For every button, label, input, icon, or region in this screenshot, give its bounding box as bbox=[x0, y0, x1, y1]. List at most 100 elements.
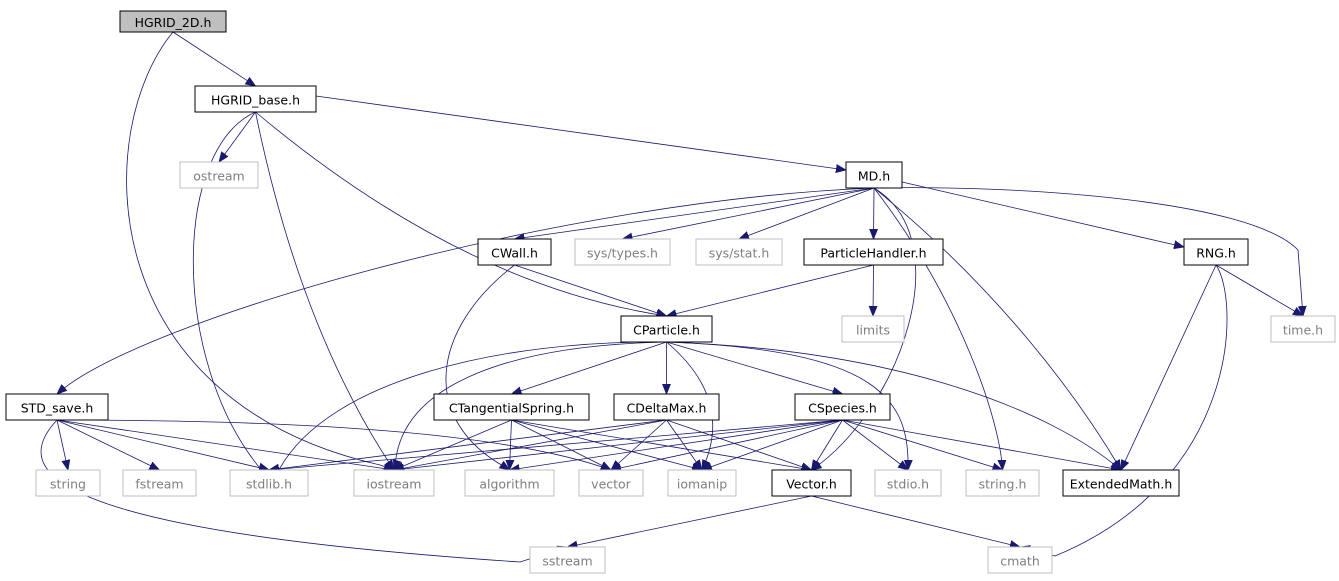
node-iomanip-label: iomanip bbox=[677, 477, 727, 492]
edge-md-to-extmath bbox=[873, 187, 1121, 470]
node-stdsave-box bbox=[5, 393, 109, 421]
edge-cparticle-to-stdlib bbox=[269, 341, 667, 470]
edge-hgridbase-to-stdlib bbox=[192, 111, 269, 470]
node-particlehandler[interactable]: ParticleHandler.h bbox=[803, 238, 944, 266]
edge-md-to-stringh bbox=[873, 187, 1003, 470]
node-ostream-label: ostream bbox=[193, 169, 244, 184]
node-particlehandler-box bbox=[803, 238, 944, 266]
node-stdsave[interactable]: STD_save.h bbox=[5, 393, 109, 421]
node-hgridbase-box bbox=[194, 85, 317, 113]
node-vector-label: vector bbox=[591, 477, 632, 492]
edge-particlehandler-to-limits bbox=[873, 264, 874, 316]
node-iostream-box bbox=[353, 469, 435, 497]
edge-stdsave-to-stdlib bbox=[56, 419, 269, 470]
edge-cspecies-to-vector bbox=[611, 419, 843, 470]
node-stringh: string.h bbox=[965, 469, 1040, 497]
node-algorithm-label: algorithm bbox=[479, 477, 539, 492]
dependency-edges bbox=[40, 31, 1303, 563]
node-extmath-label: ExtendedMath.h bbox=[1070, 477, 1173, 492]
node-fstream: fstream bbox=[122, 469, 197, 497]
edge-cparticle-to-stdio bbox=[666, 341, 909, 470]
edge-ctangential-to-vectorh bbox=[511, 419, 812, 470]
node-md[interactable]: MD.h bbox=[845, 161, 903, 189]
node-vectorh-label: Vector.h bbox=[786, 477, 837, 492]
node-sysstat-box bbox=[695, 238, 783, 266]
node-systypes-label: sys/types.h bbox=[587, 246, 658, 261]
edge-md-to-sysstat bbox=[739, 187, 875, 239]
edge-cspecies-to-stdlib bbox=[269, 419, 843, 470]
node-rng[interactable]: RNG.h bbox=[1183, 238, 1249, 266]
node-hgridbase-label: HGRID_base.h bbox=[211, 93, 300, 108]
node-time-label: time.h bbox=[1283, 323, 1323, 338]
node-cspecies[interactable]: CSpecies.h bbox=[794, 393, 891, 421]
node-cdeltamax[interactable]: CDeltaMax.h bbox=[613, 393, 720, 421]
node-cdeltamax-label: CDeltaMax.h bbox=[627, 401, 707, 416]
node-rng-box bbox=[1183, 238, 1249, 266]
edge-rng-to-cmath bbox=[1020, 264, 1228, 557]
node-iostream: iostream bbox=[353, 469, 435, 497]
edge-cspecies-to-stringh bbox=[842, 419, 1003, 470]
node-stdio-box bbox=[874, 469, 942, 497]
node-vectorh[interactable]: Vector.h bbox=[771, 469, 852, 497]
node-cmath: cmath bbox=[987, 546, 1053, 574]
node-cwall[interactable]: CWall.h bbox=[477, 238, 552, 266]
edge-hgrid2d-to-hgridbase bbox=[172, 31, 256, 86]
node-vector: vector bbox=[578, 469, 644, 497]
node-string-box bbox=[35, 469, 101, 497]
node-fstream-box bbox=[122, 469, 197, 497]
edge-cspecies-to-stdio bbox=[842, 419, 909, 470]
node-sysstat: sys/stat.h bbox=[695, 238, 783, 266]
node-ostream: ostream bbox=[179, 161, 259, 189]
node-extmath-box bbox=[1062, 469, 1180, 497]
node-string: string bbox=[35, 469, 101, 497]
edge-ctangential-to-algorithm bbox=[510, 419, 512, 470]
node-hgridbase[interactable]: HGRID_base.h bbox=[194, 85, 317, 113]
edge-vectorh-to-cmath bbox=[811, 495, 1021, 547]
node-ctangential[interactable]: CTangentialSpring.h bbox=[433, 393, 590, 421]
node-vectorh-box bbox=[771, 469, 852, 497]
node-limits: limits bbox=[841, 315, 905, 343]
edge-hgridbase-to-iostream bbox=[255, 111, 395, 470]
node-cspecies-label: CSpecies.h bbox=[808, 401, 877, 416]
node-vector-box bbox=[578, 469, 644, 497]
node-sysstat-label: sys/stat.h bbox=[709, 246, 770, 261]
edge-cspecies-to-vectorh bbox=[812, 419, 843, 470]
edge-cparticle-to-iostream bbox=[394, 341, 667, 470]
edge-cparticle-to-extmath bbox=[666, 341, 1122, 470]
node-stringh-box bbox=[965, 469, 1040, 497]
node-systypes: sys/types.h bbox=[574, 238, 671, 266]
node-stdsave-label: STD_save.h bbox=[21, 401, 94, 416]
node-cmath-label: cmath bbox=[1000, 554, 1040, 569]
node-particlehandler-label: ParticleHandler.h bbox=[820, 246, 926, 261]
edge-stdsave-to-string bbox=[56, 419, 68, 470]
node-stdlib: stdlib.h bbox=[229, 469, 309, 497]
edge-md-to-rng bbox=[901, 181, 1184, 247]
node-stdio-label: stdio.h bbox=[887, 477, 929, 492]
edge-md-to-time bbox=[873, 187, 1303, 316]
edge-md-to-cwall bbox=[515, 187, 875, 239]
node-fstream-label: fstream bbox=[135, 477, 183, 492]
node-stringh-label: string.h bbox=[979, 477, 1027, 492]
node-ctangential-box bbox=[433, 393, 590, 421]
edge-ctangential-to-iostream bbox=[394, 419, 512, 470]
edge-rng-to-time bbox=[1215, 264, 1303, 316]
node-algorithm-box bbox=[464, 469, 555, 497]
edge-cdeltamax-to-vectorh bbox=[666, 419, 812, 470]
node-cparticle[interactable]: CParticle.h bbox=[620, 315, 713, 343]
node-ctangential-label: CTangentialSpring.h bbox=[449, 401, 574, 416]
node-hgrid2d: HGRID_2D.h bbox=[119, 10, 227, 33]
edge-hgridbase-to-ostream bbox=[219, 111, 256, 162]
node-ostream-box bbox=[179, 161, 259, 189]
edge-cspecies-to-iomanip bbox=[702, 419, 843, 470]
node-extmath[interactable]: ExtendedMath.h bbox=[1062, 469, 1180, 497]
edge-stdsave-to-vector bbox=[56, 419, 611, 470]
node-stdlib-label: stdlib.h bbox=[246, 477, 292, 492]
edge-cwall-to-algorithm bbox=[445, 264, 515, 470]
node-sstream: sstream bbox=[529, 546, 606, 574]
node-iostream-label: iostream bbox=[367, 477, 422, 492]
edge-cspecies-to-algorithm bbox=[510, 419, 843, 470]
edge-ctangential-to-vector bbox=[511, 419, 612, 470]
edge-hgridbase-to-cparticle bbox=[255, 111, 667, 316]
edge-cdeltamax-to-iomanip bbox=[666, 419, 703, 470]
node-cspecies-box bbox=[794, 393, 891, 421]
